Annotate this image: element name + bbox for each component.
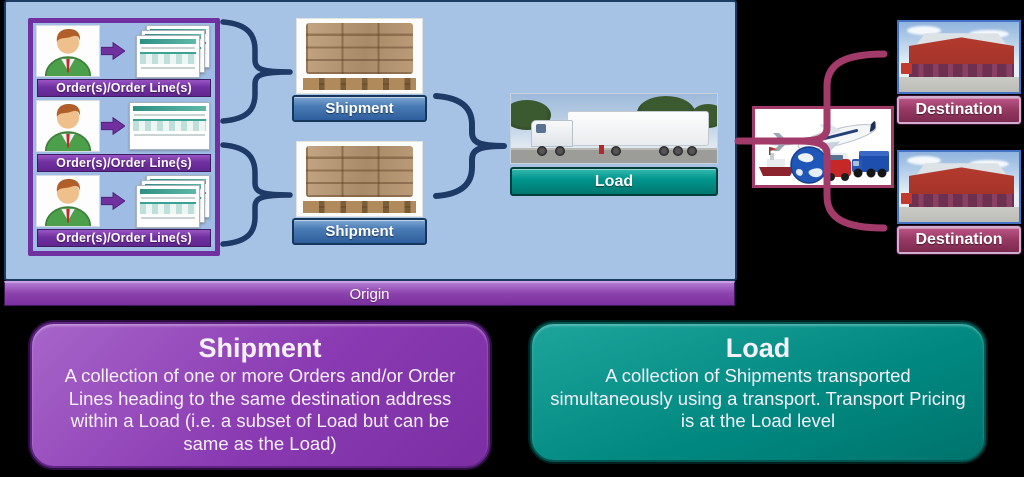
- small-airplane-icon: [763, 133, 799, 151]
- arrow-right-icon: [101, 42, 125, 60]
- order-documents-image: [126, 100, 212, 152]
- order-documents-image: [126, 25, 212, 78]
- destination-card: Destination: [897, 20, 1021, 124]
- warehouse-image: [897, 20, 1021, 94]
- warehouse-image: [897, 150, 1021, 224]
- arrow-right-icon: [101, 117, 125, 135]
- load-definition-body: A collection of Shipments transported si…: [550, 365, 966, 432]
- destination-banner: Destination: [897, 226, 1021, 254]
- shipment-banner: Shipment: [292, 95, 427, 122]
- order-documents-image: [126, 175, 212, 228]
- person-icon: [44, 103, 92, 151]
- load-definition-title: Load: [725, 333, 791, 363]
- globe-icon: [790, 146, 828, 184]
- order-banner: Order(s)/Order Line(s): [37, 79, 211, 97]
- order-row: Order(s)/Order Line(s): [33, 23, 215, 97]
- customer-image: [36, 25, 100, 77]
- destination-card: Destination: [897, 150, 1021, 254]
- truck-icon: [852, 151, 889, 178]
- van-icon: [825, 153, 851, 181]
- shipment-definition-body: A collection of one or more Orders and/o…: [64, 365, 456, 454]
- orders-group: Order(s)/Order Line(s): [28, 18, 220, 256]
- order-row: Order(s)/Order Line(s): [33, 98, 215, 172]
- origin-bar: Origin: [4, 281, 735, 306]
- order-row: Order(s)/Order Line(s): [33, 173, 215, 247]
- load-definition-card: Load A collection of Shipments transport…: [530, 322, 986, 462]
- customer-image: [36, 175, 100, 227]
- shipment-banner: Shipment: [292, 218, 427, 245]
- truck-image: [510, 93, 718, 164]
- pallet-image: [296, 141, 423, 217]
- shipment-card: Shipment: [292, 141, 427, 245]
- transport-modes-image: [752, 106, 894, 188]
- load-card: Load: [510, 93, 718, 196]
- person-icon: [44, 28, 92, 76]
- shipment-definition-title: Shipment: [198, 333, 322, 363]
- shipment-definition-card: Shipment A collection of one or more Ord…: [30, 322, 490, 468]
- destination-banner: Destination: [897, 96, 1021, 124]
- cargo-ship-icon: [759, 147, 795, 176]
- customer-image: [36, 100, 100, 152]
- pallet-image: [296, 18, 423, 94]
- load-banner: Load: [510, 167, 718, 196]
- arrow-right-icon: [101, 192, 125, 210]
- order-banner: Order(s)/Order Line(s): [37, 229, 211, 247]
- order-banner: Order(s)/Order Line(s): [37, 154, 211, 172]
- person-icon: [44, 178, 92, 226]
- shipment-card: Shipment: [292, 18, 427, 122]
